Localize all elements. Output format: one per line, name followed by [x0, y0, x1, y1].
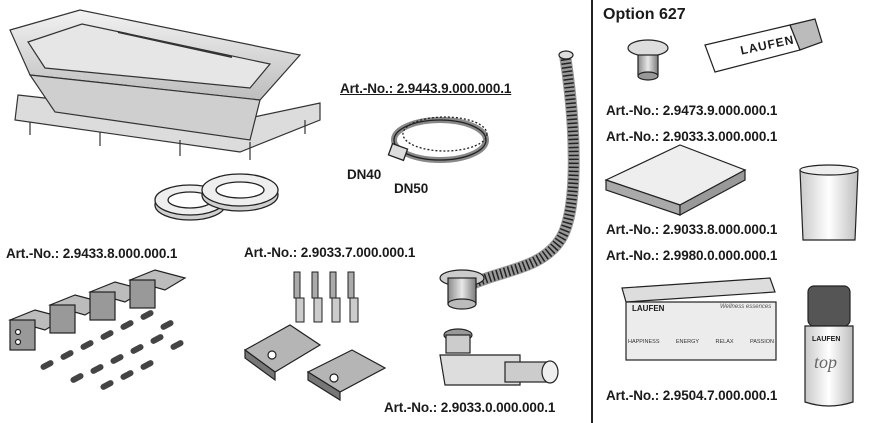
label-waste: Art.-No.: 2.9033.0.000.000.1 [384, 400, 556, 415]
option-title: Option 627 [603, 6, 686, 23]
label-pop-up-plug: Art.-No.: 2.9473.9.000.000.1 [606, 103, 778, 118]
box-item: RELAX [715, 339, 734, 345]
box-brand: LAUFEN [632, 304, 665, 313]
label-dn50: DN50 [394, 181, 429, 196]
wellness-box-illustration [621, 277, 777, 361]
label-bottle: Art.-No.: 2.9504.7.000.000.1 [606, 388, 778, 403]
label-dn40: DN40 [347, 167, 382, 182]
label-tub-frame: Art.-No.: 2.9433.8.000.000.1 [6, 246, 178, 261]
box-items: HAPPINESS ENERGY RELAX PASSION [628, 339, 774, 345]
pop-up-plug-illustration [627, 39, 669, 81]
box-item: ENERGY [675, 339, 700, 345]
bottle-illustration [804, 285, 854, 407]
section-divider [591, 0, 593, 423]
box-subtitle: Wellness essences [720, 304, 772, 310]
usb-stick-illustration [704, 18, 823, 73]
screws-dowels-illustration [40, 310, 184, 390]
screws-and-dowels-set-illustration [293, 271, 359, 323]
bathtub-illustration [9, 9, 321, 160]
bottle-name: top [814, 352, 838, 372]
mounting-brackets-illustration [8, 269, 187, 351]
label-usb-stick: Art.-No.: 2.9033.3.000.000.1 [606, 129, 778, 144]
waste-drain-illustration [439, 50, 580, 386]
label-screws: Art.-No.: 2.9033.7.000.000.1 [244, 245, 416, 260]
label-wellness-box: Art.-No.: 2.9980.0.000.000.1 [606, 248, 778, 263]
mounting-plates-illustration [243, 324, 387, 402]
tape-rolls-illustration [154, 173, 279, 221]
hose-coil-illustration [387, 116, 489, 163]
measuring-cup-illustration [799, 164, 859, 241]
control-panel-illustration [604, 144, 747, 217]
bottle-brand: LAUFEN [812, 336, 841, 343]
label-panel: Art.-No.: 2.9033.8.000.000.1 [606, 222, 778, 237]
box-item: PASSION [749, 339, 774, 345]
box-item: HAPPINESS [628, 339, 660, 345]
label-hose: Art.-No.: 2.9443.9.000.000.1 [340, 81, 512, 96]
